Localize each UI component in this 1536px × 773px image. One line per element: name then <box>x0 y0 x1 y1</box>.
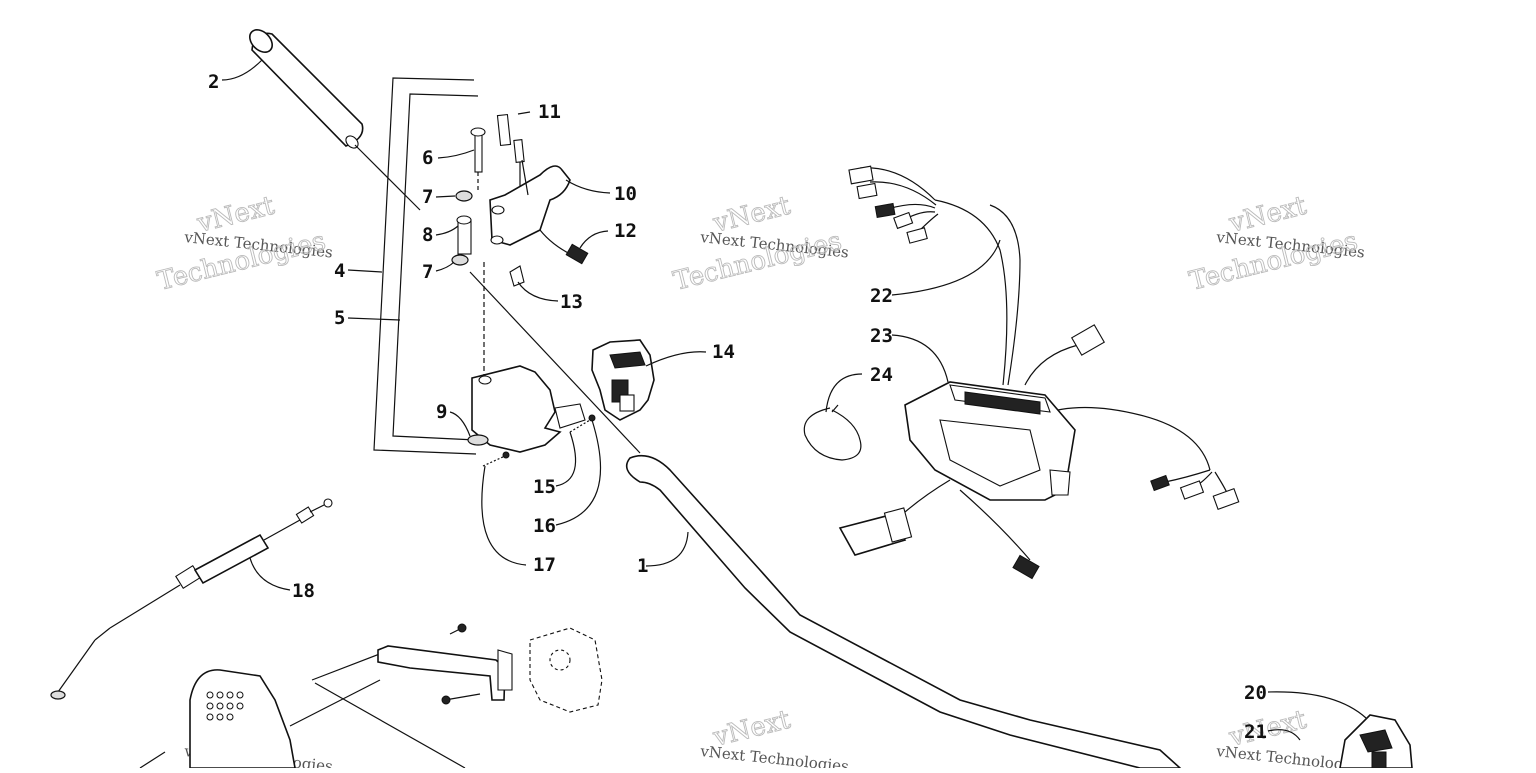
throttle-housing-part <box>467 262 586 453</box>
magnet-part <box>496 113 525 190</box>
callout-8: 8 <box>422 224 433 246</box>
callout-7-lower: 7 <box>422 261 433 283</box>
callout-18: 18 <box>292 580 315 602</box>
callout-1: 1 <box>637 555 648 577</box>
callout-12: 12 <box>614 220 637 242</box>
callout-17: 17 <box>533 554 556 576</box>
watermark-top-center: vNext vNext Technologies Technologies <box>670 190 850 297</box>
clip-part <box>509 265 525 287</box>
assembly-bracket-frames <box>311 77 479 769</box>
clamp-ring-part <box>803 404 862 461</box>
watermark-top-left: vNext vNext Technologies Technologies <box>154 190 334 297</box>
callout-10: 10 <box>614 183 637 205</box>
washer-part-upper <box>455 190 473 202</box>
callout-15: 15 <box>533 476 556 498</box>
watermark-bottom-center: vNext vNext Technologies <box>699 704 850 773</box>
callout-7-upper: 7 <box>422 186 433 208</box>
callout-2: 2 <box>208 71 219 93</box>
switch-housing-part <box>591 339 655 421</box>
callout-labels: 1 2 4 5 6 7 7 8 9 10 11 12 13 14 15 16 1… <box>208 71 1267 743</box>
callout-16: 16 <box>533 515 556 537</box>
throttle-cable-part <box>50 498 333 700</box>
callout-5: 5 <box>334 307 345 329</box>
callout-6: 6 <box>422 147 433 169</box>
callout-9: 9 <box>436 401 447 423</box>
callout-24: 24 <box>870 364 893 386</box>
callout-11: 11 <box>538 101 561 123</box>
washer-part-lower <box>451 254 641 454</box>
callout-23: 23 <box>870 325 893 347</box>
callout-21: 21 <box>1244 721 1267 743</box>
callout-22: 22 <box>870 285 893 307</box>
leader-lines <box>221 59 1367 741</box>
grip-part <box>249 29 421 211</box>
throttle-harness-part <box>539 229 589 265</box>
handlebar-part <box>625 454 1183 769</box>
brake-lever-part <box>139 669 381 769</box>
callout-4: 4 <box>334 260 345 282</box>
screw-part-17 <box>482 451 510 467</box>
bushing-part <box>456 215 472 255</box>
throttle-lever-part <box>489 159 571 246</box>
wiring-harness-part <box>838 165 1240 580</box>
callout-20: 20 <box>1244 682 1267 704</box>
pin-part <box>470 127 486 190</box>
watermark-line2: vNext Technologies <box>699 742 850 768</box>
lever-bracket-part <box>377 623 513 705</box>
right-switch-housing-part <box>1339 714 1413 769</box>
callout-14: 14 <box>712 341 735 363</box>
display-unit-part <box>904 381 1076 501</box>
watermark-top-right: vNext vNext Technologies Technologies <box>1186 190 1366 297</box>
callout-13: 13 <box>560 291 583 313</box>
brake-master-cylinder-part <box>529 627 603 713</box>
